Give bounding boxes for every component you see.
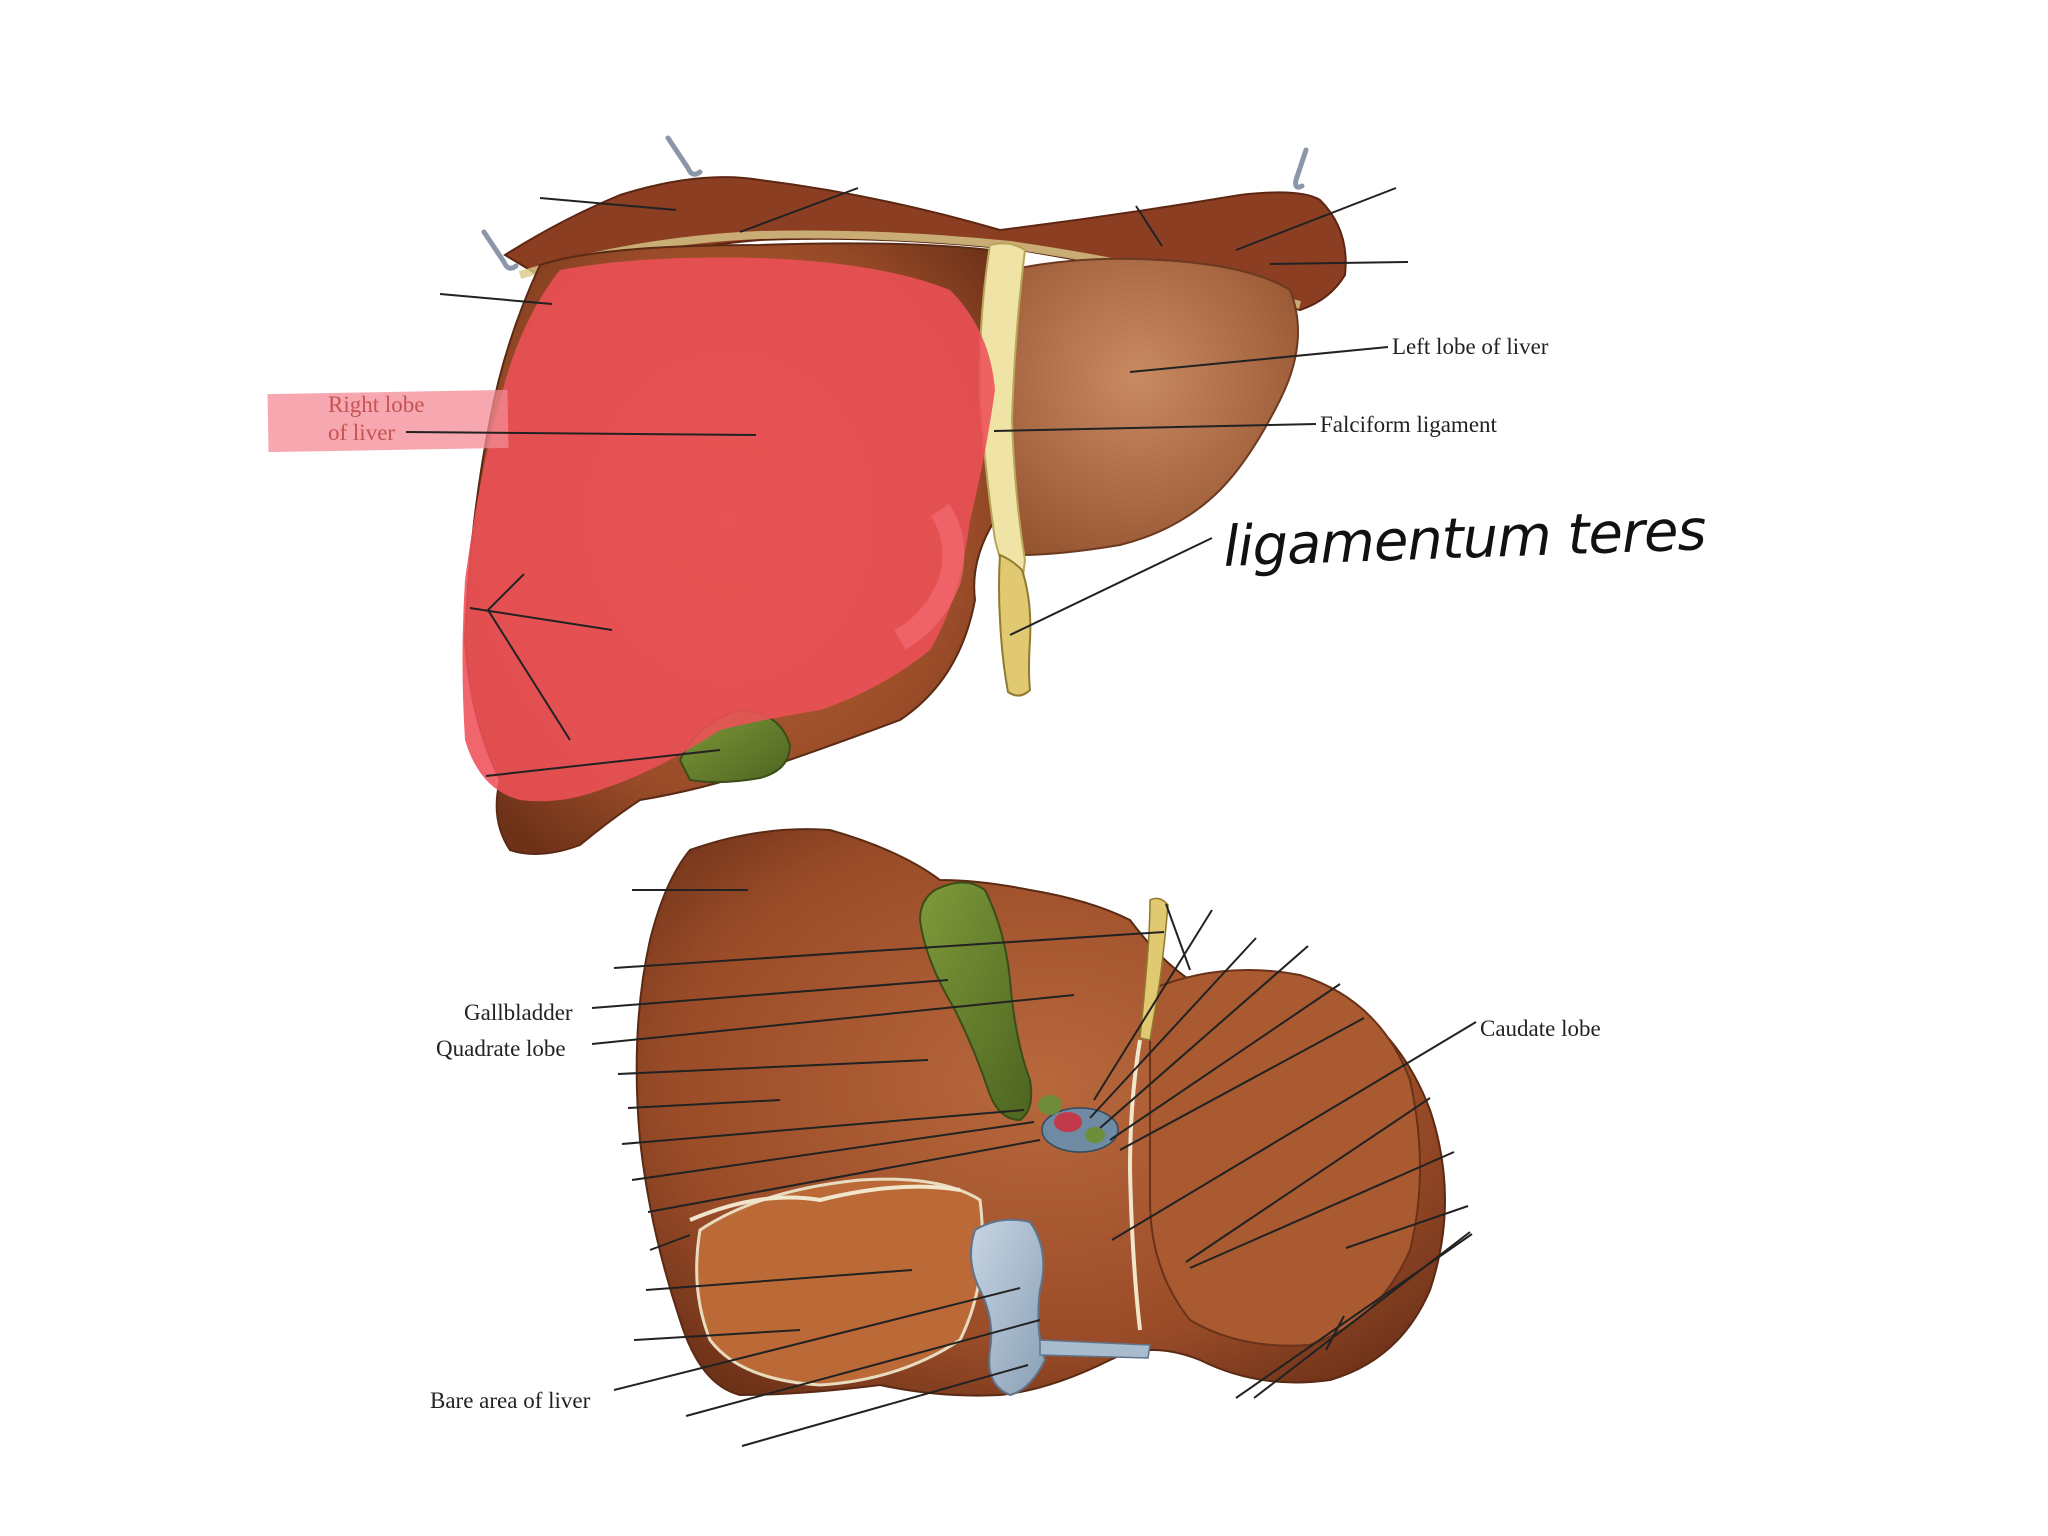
label-right-lobe-line2: of liver: [328, 420, 395, 445]
right-lobe-highlight-edge: [894, 503, 965, 650]
label-gallbladder: Gallbladder: [464, 1000, 573, 1025]
caudate-region: [1149, 969, 1421, 1347]
label-bare-area: Bare area of liver: [430, 1388, 591, 1413]
ligamentum-teres: [998, 553, 1032, 697]
right-lobe-label-band: [267, 389, 509, 453]
retractor-hooks: [481, 135, 1309, 271]
left-lobe: [1003, 257, 1299, 557]
porta-hepatis: [1038, 1095, 1119, 1153]
label-left-lobe: Left lobe of liver: [1392, 334, 1549, 359]
label-caudate-lobe: Caudate lobe: [1480, 1016, 1601, 1041]
ligamentum-teres-visceral: [1139, 897, 1169, 1041]
right-lobe-highlight: [462, 257, 995, 802]
diaphragm: [503, 176, 1347, 312]
label-falciform-ligament: Falciform ligament: [1320, 412, 1498, 437]
ivc-branch: [1039, 1339, 1151, 1359]
anterior-view: [267, 135, 1347, 855]
label-quadrate-lobe: Quadrate lobe: [436, 1036, 566, 1061]
fissure-lines: [689, 1039, 1142, 1331]
leader-lines: [405, 187, 1477, 1447]
bare-area-region: [695, 1177, 984, 1387]
visceral-view: [635, 828, 1446, 1397]
handwritten-ligamentum-teres: ligamentum teres: [1222, 498, 1706, 580]
label-right-lobe-line1: Right lobe: [328, 392, 424, 417]
